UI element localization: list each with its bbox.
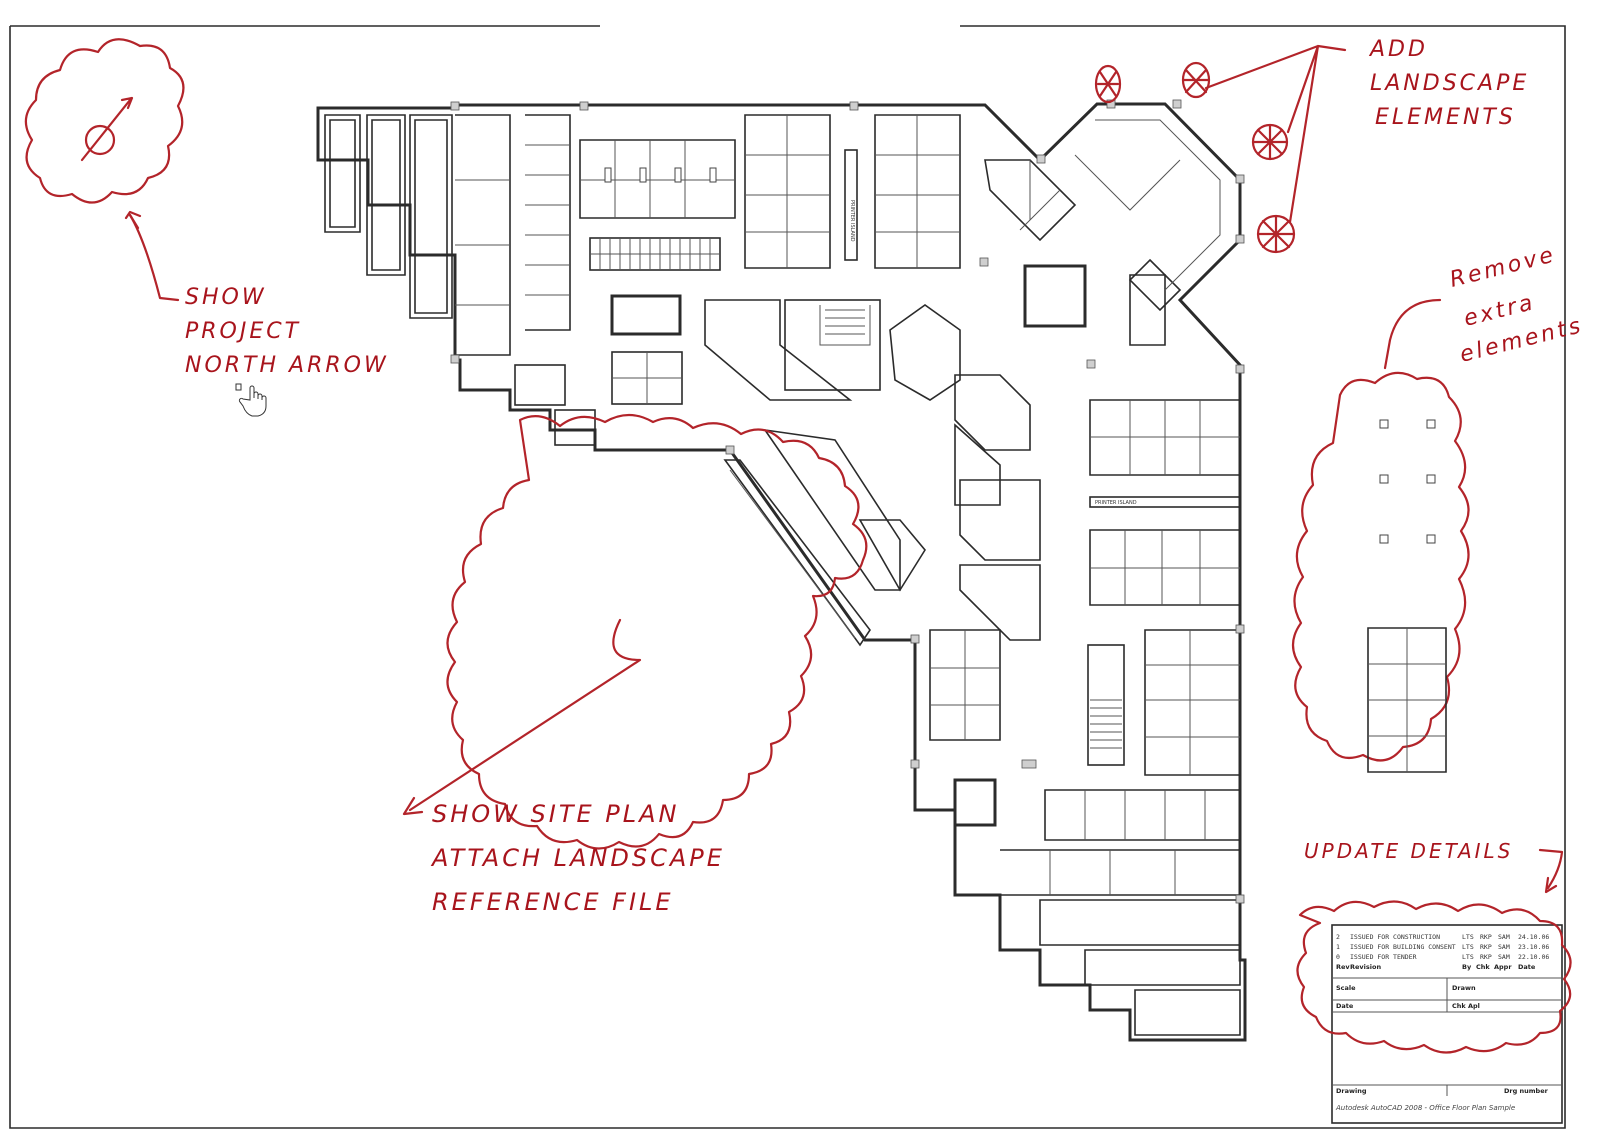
tree-symbols (1094, 44, 1347, 254)
northeast-wing (984, 119, 1221, 346)
scale-label: Scale (1336, 984, 1356, 992)
north-arrow-note: SHOW PROJECT NORTH ARROW (185, 285, 389, 378)
north-offices: PRINTER ISLAND (455, 114, 961, 356)
rev-header-revision: Revision (1350, 963, 1381, 971)
rev-row-0-text: ISSUED FOR TENDER (1350, 953, 1417, 961)
remove-note-line1: Remove (1447, 242, 1558, 292)
north-arrow-note-line2: PROJECT (185, 319, 301, 344)
rev-header-rev: Rev (1336, 963, 1350, 971)
details-note-text: UPDATE DETAILS (1304, 839, 1513, 863)
rev-row-1-date: 23.10.06 (1518, 943, 1549, 951)
drawn-label: Drawn (1452, 984, 1476, 992)
details-cloud (1296, 900, 1572, 1054)
rev-header-date: Date (1518, 963, 1536, 971)
rev-row-1-text: ISSUED FOR BUILDING CONSENT (1350, 943, 1456, 951)
site-plan-cloud (402, 413, 868, 850)
title-block: 2 ISSUED FOR CONSTRUCTION LTS RKP SAM 24… (1331, 924, 1563, 1124)
printer-island-label: PRINTER ISLAND (849, 200, 855, 242)
rev-row-1-app: SAM (1498, 943, 1510, 951)
site-plan-note: SHOW SITE PLAN ATTACH LANDSCAPE REFERENC… (430, 800, 725, 916)
printer-island-label-2: PRINTER ISLAND (1095, 500, 1137, 506)
drg-number-label: Drg number (1504, 1087, 1549, 1095)
remove-note: Remove extra elements (1383, 242, 1586, 370)
remove-cloud (1291, 371, 1470, 773)
rev-row-2-num: 2 (1336, 933, 1340, 941)
rev-row-0-app: SAM (1498, 953, 1510, 961)
rev-row-2-by: LTS (1462, 933, 1474, 941)
rev-row-0-by: LTS (1462, 953, 1474, 961)
landscape-note-line2: LANDSCAPE (1370, 71, 1529, 96)
drawing-name: Autodesk AutoCAD 2008 - Office Floor Pla… (1335, 1104, 1515, 1112)
rev-row-0-date: 22.10.06 (1518, 953, 1549, 961)
north-arrow-note-line1: SHOW (185, 285, 267, 310)
landscape-note: ADD LANDSCAPE ELEMENTS (1368, 37, 1529, 130)
southwest-wing (514, 364, 1001, 741)
landscape-note-line1: ADD (1368, 37, 1428, 62)
rev-row-2-text: ISSUED FOR CONSTRUCTION (1350, 933, 1440, 941)
site-plan-note-line2: ATTACH LANDSCAPE (430, 844, 725, 872)
drawing-label: Drawing (1336, 1087, 1367, 1095)
rev-header-chk: Chk (1476, 963, 1490, 971)
tree-icon (1181, 61, 1211, 99)
landscape-note-line3: ELEMENTS (1375, 105, 1516, 130)
east-workstations: PRINTER ISLAND (953, 399, 1241, 1036)
rev-row-0-num: 0 (1336, 953, 1340, 961)
central-core (610, 257, 1096, 641)
rev-row-2-chk: RKP (1480, 933, 1492, 941)
rev-row-2-app: SAM (1498, 933, 1510, 941)
chk-label: Chk Apl (1452, 1002, 1480, 1010)
hand-cursor-icon (235, 383, 267, 417)
rev-row-2-date: 24.10.06 (1518, 933, 1549, 941)
structural-columns (450, 99, 1245, 904)
rev-row-1-chk: RKP (1480, 943, 1492, 951)
tree-icon (1256, 214, 1296, 254)
rev-row-0-chk: RKP (1480, 953, 1492, 961)
rev-row-1-num: 1 (1336, 943, 1340, 951)
north-arrow-cloud (24, 38, 185, 302)
tree-icon (1094, 64, 1122, 104)
north-arrow-note-line3: NORTH ARROW (185, 353, 389, 378)
sheet-border (9, 25, 1566, 1129)
site-plan-note-line3: REFERENCE FILE (432, 888, 674, 916)
rev-header-by: By (1462, 963, 1472, 971)
rev-row-1-by: LTS (1462, 943, 1474, 951)
date-label: Date (1336, 1002, 1354, 1010)
rev-header-appr: Appr (1494, 963, 1512, 971)
revision-table: 2 ISSUED FOR CONSTRUCTION LTS RKP SAM 24… (1336, 933, 1549, 971)
tree-icon (1251, 123, 1289, 161)
floor-plan: PRINTER ISLAND (316, 99, 1247, 1042)
details-note: UPDATE DETAILS (1304, 839, 1564, 894)
site-plan-note-line1: SHOW SITE PLAN (432, 800, 680, 828)
